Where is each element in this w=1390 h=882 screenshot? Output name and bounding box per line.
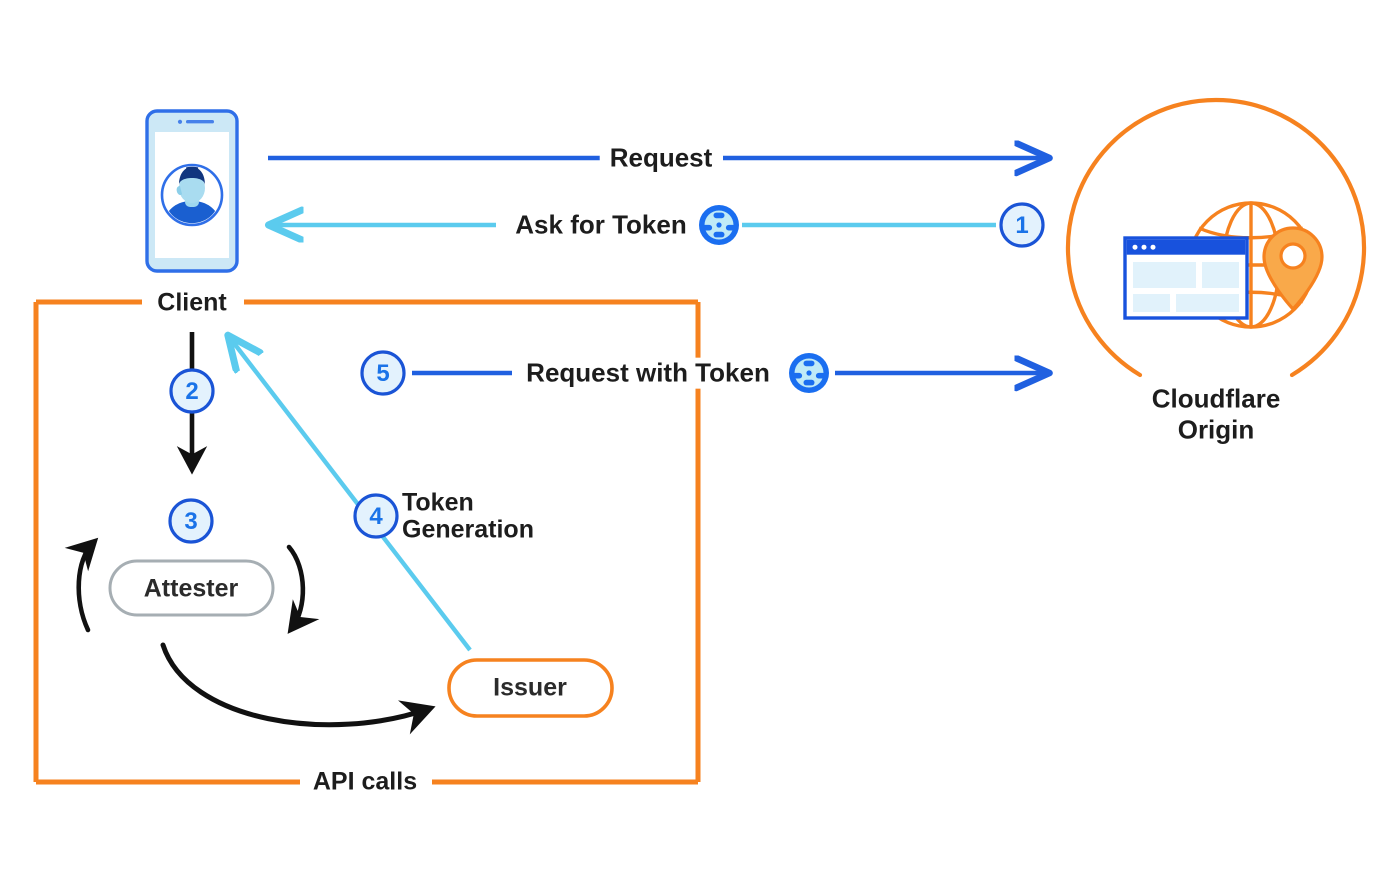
step-circle-1: [999, 202, 1045, 248]
flow-label-ask-for-token: Ask for Token: [505, 209, 697, 241]
flow-label-token-generation-line2: Generation: [402, 515, 534, 545]
issuer-label: Issuer: [493, 673, 567, 702]
boundary-bottom-label-api-calls: API calls: [303, 767, 427, 797]
cloudflare-origin-circle: [1065, 97, 1367, 378]
smartphone-icon: [145, 109, 239, 273]
flow-label-request-with-token: Request with Token: [516, 357, 780, 389]
user-avatar-icon: [160, 163, 224, 227]
step-number-3: 3: [184, 508, 198, 535]
step-number-1: 1: [1015, 212, 1029, 239]
browser-window-icon: [1123, 236, 1249, 320]
step-circle-3: [168, 498, 214, 544]
attester-label: Attester: [143, 574, 239, 603]
flow-token-generation-arrow: [230, 338, 472, 652]
attester-node[interactable]: [108, 559, 275, 617]
step-number-2: 2: [185, 378, 199, 405]
issuer-node[interactable]: [447, 658, 614, 718]
step-number-4: 4: [369, 503, 383, 530]
boundary-top-label-client: Client: [148, 288, 236, 318]
token-icon-ask: [699, 205, 739, 245]
flow-attestation-loop: [64, 537, 436, 735]
location-pin-icon: [1262, 226, 1324, 311]
token-icon-request: [789, 353, 829, 393]
step-circle-4: [353, 493, 399, 539]
step-number-5: 5: [376, 360, 390, 387]
origin-label-line1: Cloudflare: [1151, 383, 1281, 414]
origin-label-line2: Origin: [1177, 414, 1255, 445]
flow-label-request: Request: [599, 142, 723, 174]
flow-label-token-generation-line1: Token: [402, 488, 474, 518]
step-circle-5: [360, 350, 406, 396]
step-circle-2: [169, 368, 215, 414]
